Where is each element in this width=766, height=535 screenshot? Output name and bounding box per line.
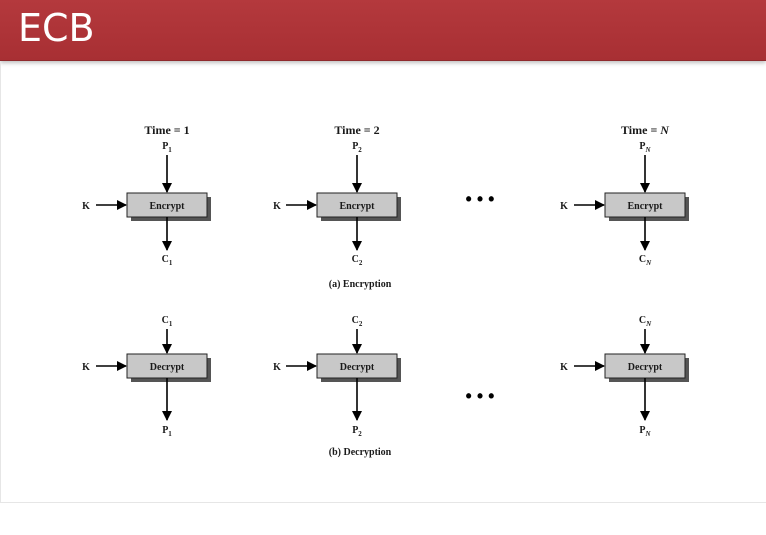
encrypt-box-2 — [316, 192, 398, 218]
enc-input-1: P1 — [162, 141, 172, 154]
slide-title: ECB — [18, 6, 95, 50]
enc-output-2: C2 — [352, 254, 363, 267]
dec-input-n: CN — [639, 315, 652, 328]
dec-stage-1: C1 K Decrypt P1 — [82, 315, 211, 438]
enc-output-1: C1 — [162, 254, 173, 267]
time-label-1: Time = 1 — [144, 123, 189, 137]
slide-left-rule — [0, 62, 1, 502]
decryption-caption: (b) Decryption — [329, 447, 392, 458]
slide-bottom-rule — [0, 502, 766, 503]
dec-stage-2: C2 K Decrypt P2 — [273, 315, 401, 438]
enc-stage-1: Time = 1 P1 K Encrypt C1 — [82, 123, 211, 267]
enc-stage-2: Time = 2 P2 K Encrypt C2 — [273, 123, 401, 267]
enc-key-1: K — [82, 201, 90, 212]
enc-ellipsis: • • • — [466, 189, 495, 209]
dec-input-1: C1 — [162, 315, 173, 328]
decrypt-label-1: Decrypt — [150, 362, 185, 373]
dec-key-1: K — [82, 362, 90, 373]
dec-output-n: PN — [639, 425, 651, 438]
enc-output-n: CN — [639, 254, 652, 267]
encrypt-label-1: Encrypt — [150, 201, 186, 212]
dec-key-n: K — [560, 362, 568, 373]
encrypt-box-n — [604, 192, 686, 218]
decrypt-label-2: Decrypt — [340, 362, 375, 373]
decrypt-box-1 — [126, 353, 208, 379]
encrypt-label-n: Encrypt — [628, 201, 664, 212]
dec-input-2: C2 — [352, 315, 363, 328]
dec-output-1: P1 — [162, 425, 172, 438]
decrypt-box-n — [604, 353, 686, 379]
dec-key-2: K — [273, 362, 281, 373]
encryption-caption: (a) Encryption — [329, 279, 392, 290]
dec-stage-n: CN K Decrypt PN — [560, 315, 689, 438]
encrypt-box-1 — [126, 192, 208, 218]
enc-input-n: PN — [639, 141, 651, 154]
enc-stage-n: Time = N PN K Encrypt CN — [560, 123, 689, 267]
enc-key-n: K — [560, 201, 568, 212]
enc-key-2: K — [273, 201, 281, 212]
time-label-2: Time = 2 — [334, 123, 379, 137]
title-bar: ECB — [0, 0, 766, 61]
dec-ellipsis: • • • — [466, 386, 495, 406]
enc-input-2: P2 — [352, 141, 362, 154]
decrypt-label-n: Decrypt — [628, 362, 663, 373]
time-label-n: Time = N — [621, 123, 670, 137]
dec-output-2: P2 — [352, 425, 362, 438]
encrypt-label-2: Encrypt — [340, 201, 376, 212]
